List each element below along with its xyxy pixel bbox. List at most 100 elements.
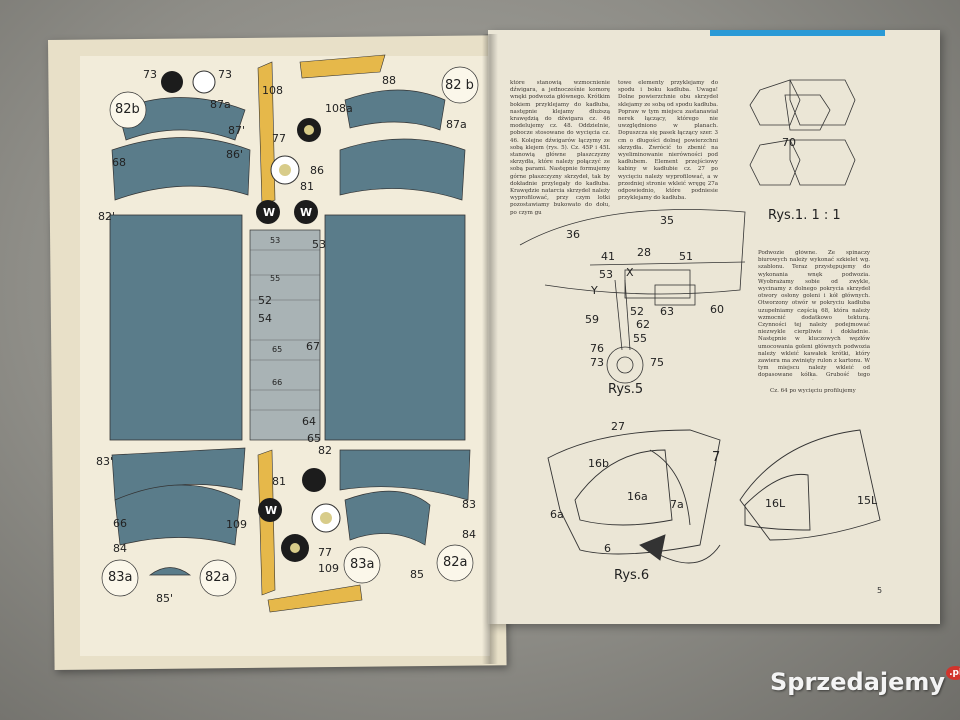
lower-left-fan [111,447,246,576]
yellow-strip-bottom [267,584,363,613]
page-fold-shadow [482,34,498,664]
page-number: 5 [877,586,883,595]
label-87-prime: 87' [228,124,246,137]
label-x: X [626,266,634,279]
label-75: 75 [650,356,664,369]
label-82b: 82b [115,102,140,117]
label-65-strip: 65 [272,345,283,354]
lower-right-fan [339,449,471,546]
label-82a-right: 82a [443,555,468,570]
label-51: 51 [679,250,693,263]
label-15l: 15L [857,494,878,507]
label-86-prime: 86' [226,148,244,161]
watermark-pl-badge: .pl [946,666,960,680]
label-65: 65 [307,432,321,445]
upper-left-fan [111,97,251,201]
label-73-left: 73 [143,68,157,81]
label-16l: 16L [765,497,786,510]
label-77-top: 77 [272,132,286,145]
label-6: 6 [604,542,611,555]
label-83a-right: 83a [350,557,375,572]
label-73-right: 73 [218,68,232,81]
caption-rys1: Rys.1. 1 : 1 [768,208,841,223]
label-36: 36 [566,228,580,241]
label-7a: 7a [670,498,684,511]
label-53-rys5: 53 [599,268,613,281]
label-w-3: W [265,504,278,517]
label-7: 7 [712,450,721,465]
label-53-strip: 53 [270,236,281,245]
label-68: 68 [112,156,126,169]
label-82b-right: 82 b [445,78,474,93]
label-88: 88 [382,74,396,87]
label-86: 86 [310,164,324,177]
wheel-group-top [161,70,321,224]
text-column-1: które stanowią wzmocnienie dźwigara, a j… [510,80,610,216]
watermark-text: Sprzedajemy [770,668,946,696]
yellow-strip-bottom-left [257,449,276,596]
center-fuselage-strip [249,229,321,441]
label-w-1: W [263,206,276,219]
label-w-2: W [300,206,313,219]
label-60: 60 [710,303,724,316]
label-76: 76 [590,342,604,355]
caption-rys6: Rys.6 [614,568,650,583]
label-108a: 108a [325,102,353,115]
label-63: 63 [660,305,674,318]
label-52: 52 [258,294,272,307]
label-28: 28 [637,246,651,259]
label-77-bottom: 77 [318,546,332,559]
label-83a-prime: 83a [108,570,133,585]
label-62: 62 [636,318,650,331]
text-column-3: Podwozie główne. Ze spinaczy biurowych n… [758,250,870,380]
label-83: 83 [462,498,476,511]
label-41: 41 [601,250,615,263]
label-84-left: 84 [113,542,127,555]
label-53-side: 53 [312,238,326,251]
rys1-octagon-diagram [749,79,856,186]
label-70: 70 [782,136,796,149]
label-66-left: 66 [113,517,127,530]
text-column-2: towe elementy przyklejamy do spodu i bok… [618,80,718,202]
label-66-strip: 66 [272,378,283,387]
upper-right-fan [339,89,466,201]
label-82-center: 82 [318,444,332,457]
label-52-rys5: 52 [630,305,644,318]
label-16a: 16a [627,490,648,503]
label-81-bottom: 81 [272,475,286,488]
blue-header-stripe [710,30,885,36]
label-83-prime: 83' [96,455,114,468]
label-109-left: 109 [226,518,247,531]
label-82-prime: 82' [98,210,116,223]
yellow-strip-top [299,54,386,79]
label-85: 85 [410,568,424,581]
label-64: 64 [302,415,316,428]
wheel-group-bottom [258,468,341,562]
rys6-canopy-diagram [547,429,881,564]
label-82a-prime: 82a [205,570,230,585]
label-73-rys5: 73 [590,356,604,369]
label-35: 35 [660,214,674,227]
label-109-bottom: 109 [318,562,339,575]
label-87a-left: 87a [210,98,231,111]
rys5-landing-gear-diagram [519,209,746,384]
label-67: 67 [306,340,320,353]
text-column-3-tail: Cz. 64 po wycięciu profilujemy [770,388,856,394]
caption-rys5: Rys.5 [608,382,644,397]
label-55-strip: 55 [270,274,281,283]
label-81-top: 81 [300,180,314,193]
label-59: 59 [585,313,599,326]
label-16b: 16b [588,457,609,470]
label-55-rys5: 55 [633,332,647,345]
label-108: 108 [262,84,283,97]
left-wing-panel [109,214,243,441]
label-54: 54 [258,312,272,325]
label-6a: 6a [550,508,564,521]
sprzedajemy-watermark: Sprzedajemy.pl [770,666,960,696]
label-85-prime: 85' [156,592,174,605]
label-84-right: 84 [462,528,476,541]
right-wing-panel [324,214,466,441]
label-y: Y [591,284,598,297]
